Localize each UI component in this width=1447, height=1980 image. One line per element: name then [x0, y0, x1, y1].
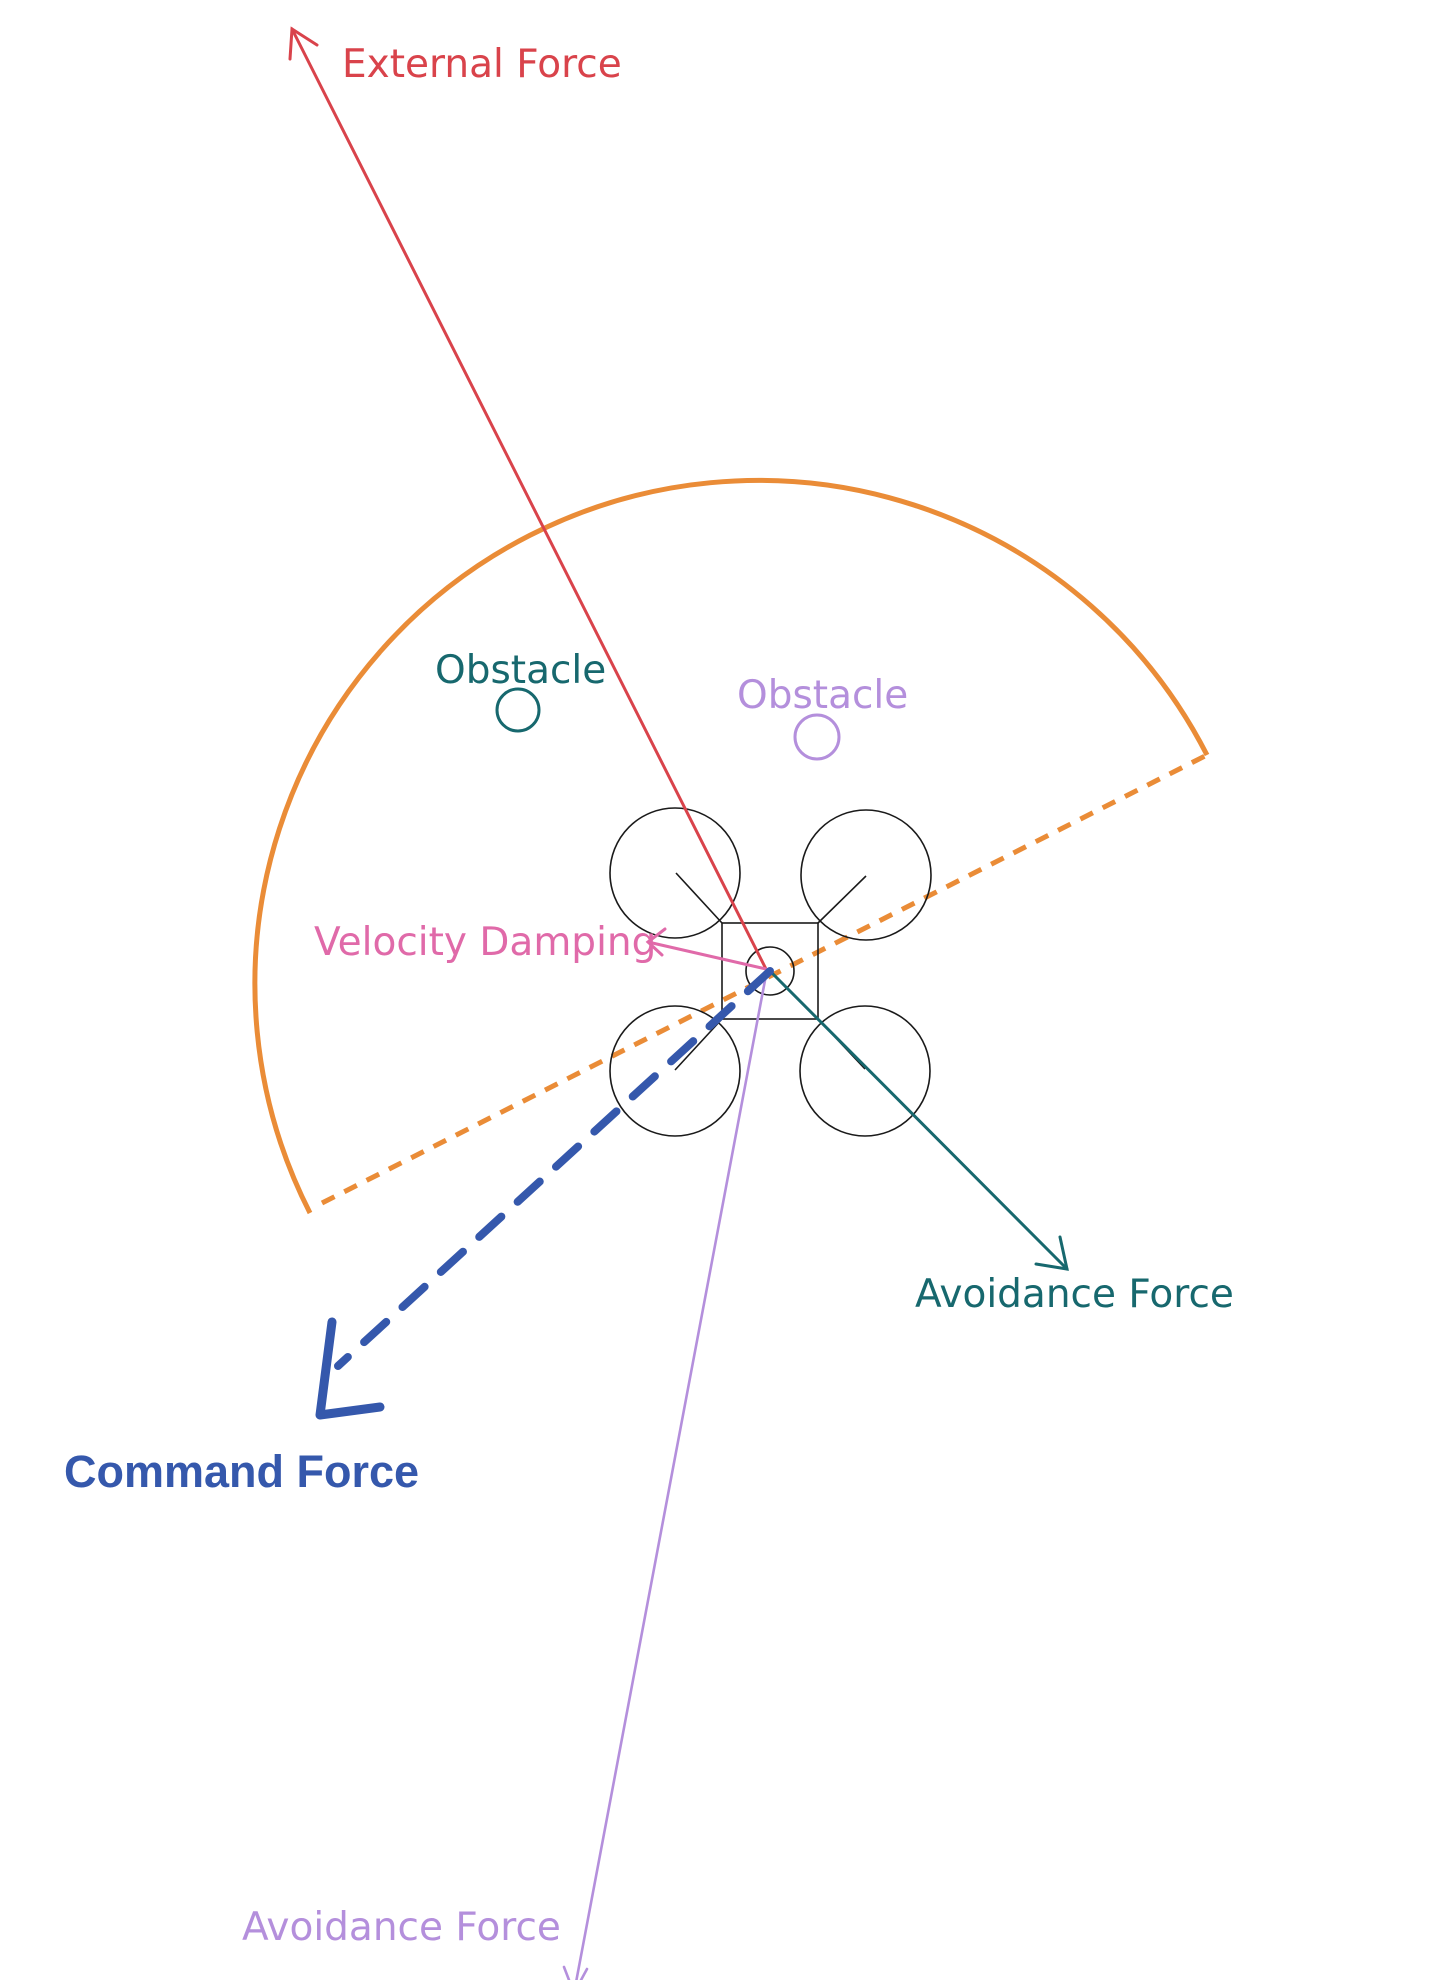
drone — [609, 807, 932, 1137]
rotor-bottom-right — [799, 1005, 931, 1137]
drone-center — [745, 946, 795, 996]
drone-arm-bottom-left — [674, 1018, 723, 1071]
avoidance-force-purple-label: Avoidance Force — [242, 1905, 561, 1950]
rotor-bottom-left — [609, 1005, 741, 1137]
drone-body — [721, 922, 819, 1020]
external-force-arrow — [288, 26, 768, 971]
avoidance-force-arrow-teal — [768, 969, 1069, 1271]
command-force-label: Command Force — [64, 1446, 419, 1497]
sensing-arc — [252, 477, 1210, 1215]
sensing-boundary-dashed-line — [320, 752, 1209, 1206]
rotor-top-left — [609, 807, 741, 939]
command-force-arrow — [315, 967, 774, 1420]
external-force-label: External Force — [342, 42, 622, 87]
drone-arm-top-left — [675, 872, 723, 924]
obstacle-right-circle — [793, 713, 841, 761]
velocity-damping-arrow — [645, 927, 768, 971]
rotor-top-right — [800, 809, 932, 941]
velocity-damping-label: Velocity Damping — [314, 920, 656, 965]
drone-arm-top-right — [817, 875, 867, 924]
obstacle-right-label: Obstacle — [737, 673, 908, 718]
obstacle-left-label: Obstacle — [435, 648, 606, 693]
avoidance-force-arrow-purple — [562, 973, 768, 1980]
obstacle-left-circle — [495, 687, 541, 733]
avoidance-force-teal-label: Avoidance Force — [915, 1272, 1234, 1317]
